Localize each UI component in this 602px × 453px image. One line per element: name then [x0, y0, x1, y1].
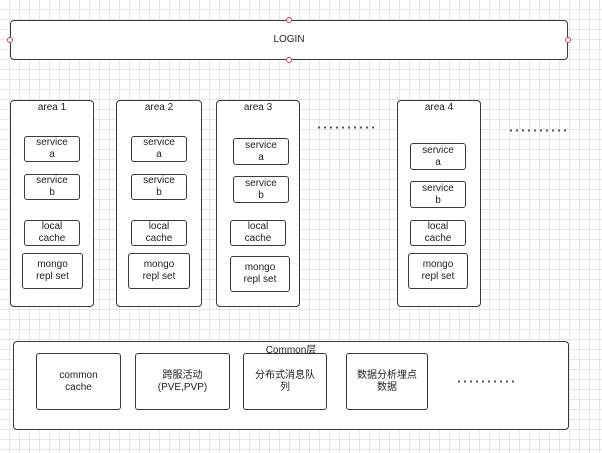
area-2-mongo-label: mongo repl set — [142, 259, 176, 282]
selection-handle-right[interactable] — [565, 37, 571, 43]
common-cache-label: common cache — [59, 369, 98, 393]
area-3-title: area 3 — [243, 102, 273, 113]
message-queue-label: 分布式消息队 列 — [255, 369, 315, 393]
area-1-local-cache[interactable]: local cache — [24, 220, 80, 246]
area-2-service-b-label: service b — [143, 175, 175, 198]
area-4-local-cache-label: local cache — [424, 221, 452, 244]
area-1-service-b[interactable]: service b — [24, 174, 80, 200]
area-3-local-cache[interactable]: local cache — [230, 220, 286, 246]
area-4-service-a[interactable]: service a — [410, 143, 466, 170]
more-common-dots — [456, 380, 518, 383]
selection-handle-left[interactable] — [7, 37, 13, 43]
area-1-mongo[interactable]: mongo repl set — [22, 253, 83, 289]
area-4-service-a-label: service a — [422, 144, 454, 168]
area-1-mongo-label: mongo repl set — [36, 259, 69, 282]
area-2-service-a[interactable]: service a — [131, 136, 187, 162]
analytics-tracking-box[interactable]: 数据分析埋点 数据 — [346, 353, 428, 410]
cross-server-activity-box[interactable]: 跨服活动 (PVE,PVP) — [135, 353, 230, 410]
analytics-tracking-label: 数据分析埋点 数据 — [357, 369, 417, 393]
area-3-local-cache-label: local cache — [244, 221, 272, 244]
common-cache-box[interactable]: common cache — [36, 353, 121, 410]
area-2-local-cache-label: local cache — [145, 221, 173, 244]
area-1-service-a[interactable]: service a — [24, 136, 80, 162]
area-2-title: area 2 — [144, 102, 174, 113]
area-4-service-b[interactable]: service b — [410, 181, 466, 208]
message-queue-box[interactable]: 分布式消息队 列 — [243, 353, 327, 410]
area-3-service-b-label: service b — [245, 177, 277, 201]
more-areas-dots-right — [508, 129, 570, 132]
selection-handle-bottom[interactable] — [286, 57, 292, 63]
area-3-service-a[interactable]: service a — [233, 138, 289, 165]
area-1-local-cache-label: local cache — [38, 221, 66, 244]
area-3-mongo-label: mongo repl set — [243, 262, 277, 285]
area-4-mongo-label: mongo repl set — [421, 259, 455, 282]
area-1-service-a-label: service a — [36, 137, 68, 160]
area-1-title: area 1 — [37, 102, 67, 113]
area-2-local-cache[interactable]: local cache — [131, 220, 187, 246]
area-4-title: area 4 — [424, 102, 454, 113]
cross-server-activity-label: 跨服活动 (PVE,PVP) — [157, 369, 208, 393]
common-layer-title: Common层 — [265, 345, 317, 356]
area-4-service-b-label: service b — [422, 182, 454, 206]
more-areas-dots — [316, 126, 378, 129]
area-3-service-b[interactable]: service b — [233, 176, 289, 203]
selection-handle-top[interactable] — [286, 17, 292, 23]
login-label: LOGIN — [273, 34, 305, 45]
area-2-service-b[interactable]: service b — [131, 174, 187, 200]
area-2-service-a-label: service a — [143, 137, 175, 160]
area-3-service-a-label: service a — [245, 139, 277, 163]
area-4-mongo[interactable]: mongo repl set — [408, 253, 468, 289]
area-4-local-cache[interactable]: local cache — [410, 220, 466, 246]
area-2-mongo[interactable]: mongo repl set — [128, 253, 190, 289]
area-3-mongo[interactable]: mongo repl set — [230, 256, 290, 292]
login-box[interactable]: LOGIN — [10, 20, 568, 60]
area-1-service-b-label: service b — [36, 175, 68, 198]
